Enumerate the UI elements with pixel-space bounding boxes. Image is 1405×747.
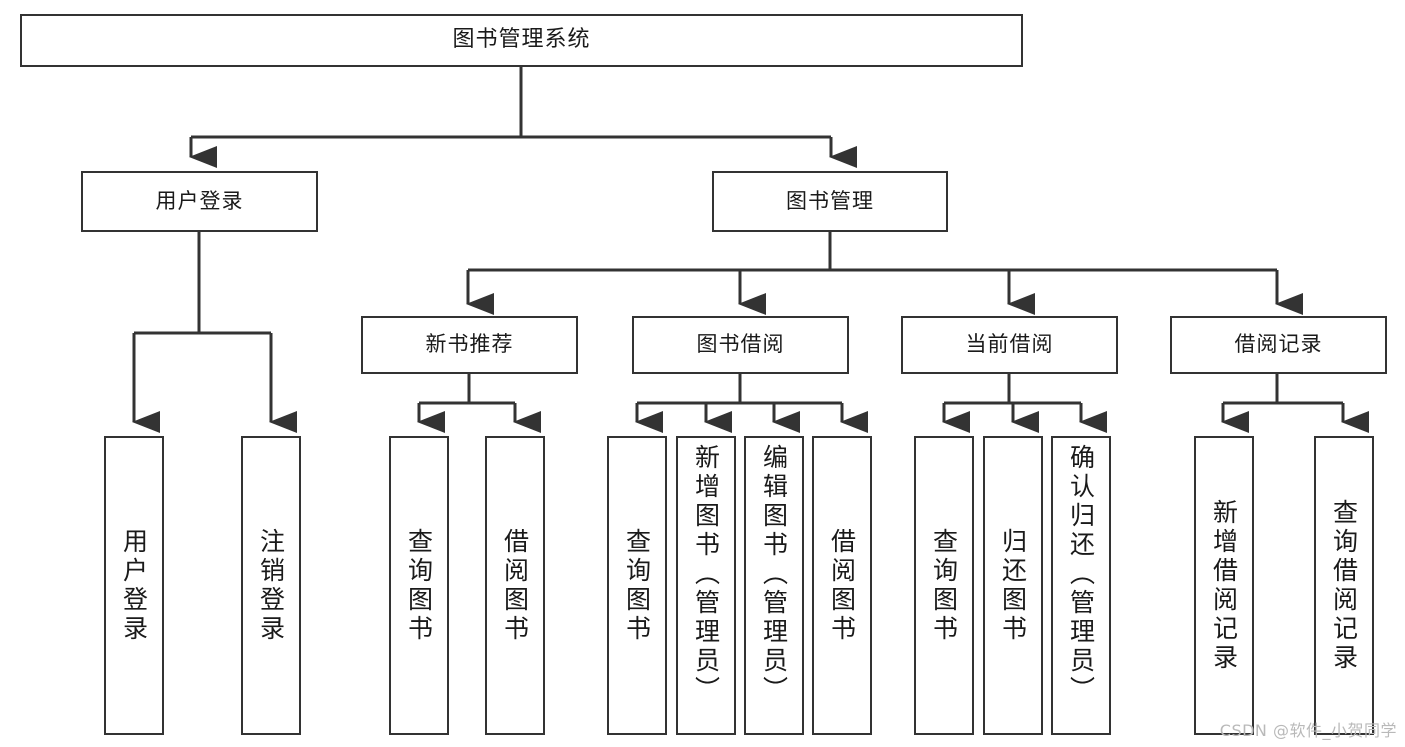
- node-root-system[interactable]: 图书管理系统: [20, 14, 1023, 67]
- leaf-recommend-borrow-book[interactable]: 借阅图书: [485, 436, 545, 735]
- leaf-recommend-query-book[interactable]: 查询图书: [389, 436, 449, 735]
- leaf-record-add[interactable]: 新增借阅记录: [1194, 436, 1254, 735]
- node-book-borrow[interactable]: 图书借阅: [632, 316, 849, 374]
- node-label: 查询借阅记录: [1329, 498, 1359, 673]
- node-label: 编辑图书（管理员）: [759, 444, 789, 705]
- node-label: 当前借阅: [965, 332, 1054, 357]
- leaf-borrow-add-book-admin[interactable]: 新增图书（管理员）: [676, 436, 736, 735]
- node-label: 查询图书: [622, 527, 652, 644]
- leaf-user-login[interactable]: 用户登录: [104, 436, 164, 735]
- node-label: 新增图书（管理员）: [691, 444, 721, 705]
- leaf-borrow-edit-book-admin[interactable]: 编辑图书（管理员）: [744, 436, 804, 735]
- node-label: 借阅图书: [500, 527, 530, 644]
- node-label: 借阅图书: [827, 527, 857, 644]
- node-label: 查询图书: [404, 527, 434, 644]
- node-book-manage[interactable]: 图书管理: [712, 171, 948, 232]
- node-label: 新书推荐: [425, 332, 514, 357]
- leaf-record-query[interactable]: 查询借阅记录: [1314, 436, 1374, 735]
- csdn-watermark: CSDN @软件_小贺同学: [1219, 721, 1397, 740]
- node-current-borrow[interactable]: 当前借阅: [901, 316, 1118, 374]
- node-label: 归还图书: [998, 527, 1028, 644]
- node-label: 借阅记录: [1234, 332, 1323, 357]
- node-label: 图书管理: [786, 188, 874, 213]
- leaf-current-query-book[interactable]: 查询图书: [914, 436, 974, 735]
- leaf-borrow-borrow-book[interactable]: 借阅图书: [812, 436, 872, 735]
- node-label: 查询图书: [929, 527, 959, 644]
- node-label: 确认归还（管理员）: [1066, 444, 1096, 705]
- node-user-login[interactable]: 用户登录: [81, 171, 318, 232]
- node-label: 图书管理系统: [452, 27, 591, 53]
- leaf-logout[interactable]: 注销登录: [241, 436, 301, 735]
- node-borrow-record[interactable]: 借阅记录: [1170, 316, 1387, 374]
- leaf-current-confirm-return-admin[interactable]: 确认归还（管理员）: [1051, 436, 1111, 735]
- node-label: 新增借阅记录: [1209, 498, 1239, 673]
- node-new-book-recommend[interactable]: 新书推荐: [361, 316, 578, 374]
- node-label: 注销登录: [256, 527, 286, 644]
- leaf-current-return-book[interactable]: 归还图书: [983, 436, 1043, 735]
- node-label: 用户登录: [119, 527, 149, 644]
- node-label: 图书借阅: [696, 332, 785, 357]
- node-label: 用户登录: [155, 188, 244, 213]
- leaf-borrow-query-book[interactable]: 查询图书: [607, 436, 667, 735]
